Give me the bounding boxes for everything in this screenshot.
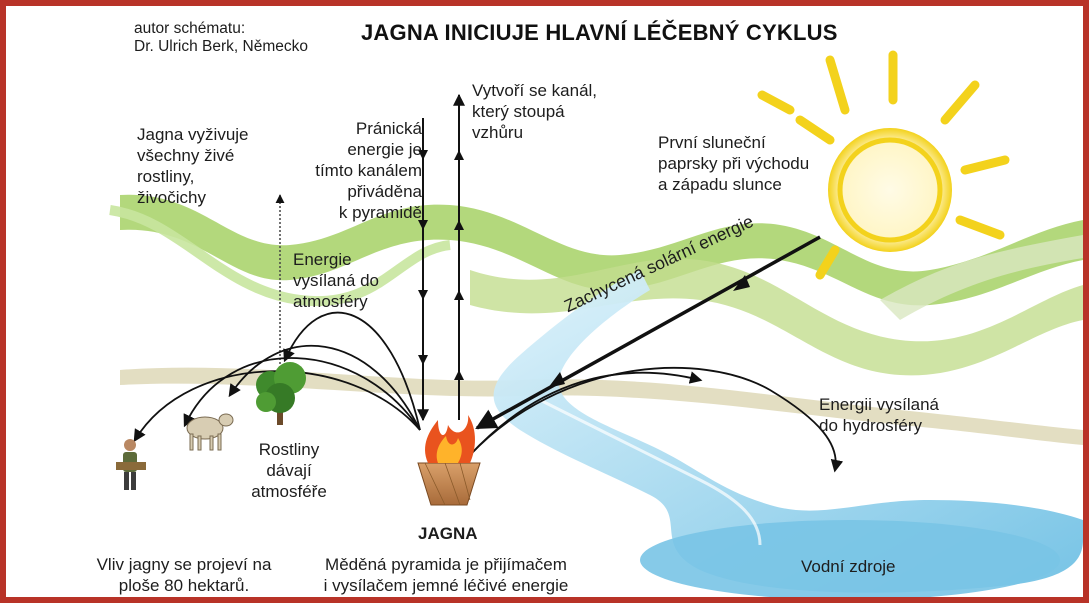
tree-icon [256,362,306,425]
label-atmosphere: Energie vysílaná do atmosféry [293,250,379,311]
solar-energy-arrow [475,235,821,430]
right-arcs [469,366,844,473]
person-icon [116,439,146,490]
page-title: JAGNA INICIUJE HLAVNÍ LÉČEBNÝ CYKLUS [361,20,838,45]
label-jagna: JAGNA [418,524,478,543]
label-influence: Vliv jagny se projeví na ploše 80 hektar… [96,555,272,595]
label-hydrosphere: Energii vysílaná do hydrosféry [819,395,940,435]
label-water: Vodní zdroje [801,557,896,576]
diagram-scene [109,50,1083,597]
label-sunrays: První sluneční paprsky při východu a záp… [658,133,810,194]
label-channel: Vytvoří se kanál, který stoupá vzhůru [472,81,598,142]
cow-icon [186,413,234,451]
author-credit: autor schématu: Dr. Ulrich Berk, Německo [134,20,308,55]
label-plants: Rostliny dávají atmosféře [251,440,327,501]
river [493,270,1083,597]
label-nourish: Jagna vyživuje všechny živé rostliny, ži… [137,125,249,207]
channel-ticks [418,150,464,380]
sun-icon [757,50,1010,280]
label-pranic: Pránická energie je tímto kanálem přivád… [315,119,422,222]
fire-pyramid-icon [417,415,481,506]
label-pyramid: Měděná pyramida je přijímačem i vysílače… [323,555,569,595]
channel-arrows [417,93,465,422]
